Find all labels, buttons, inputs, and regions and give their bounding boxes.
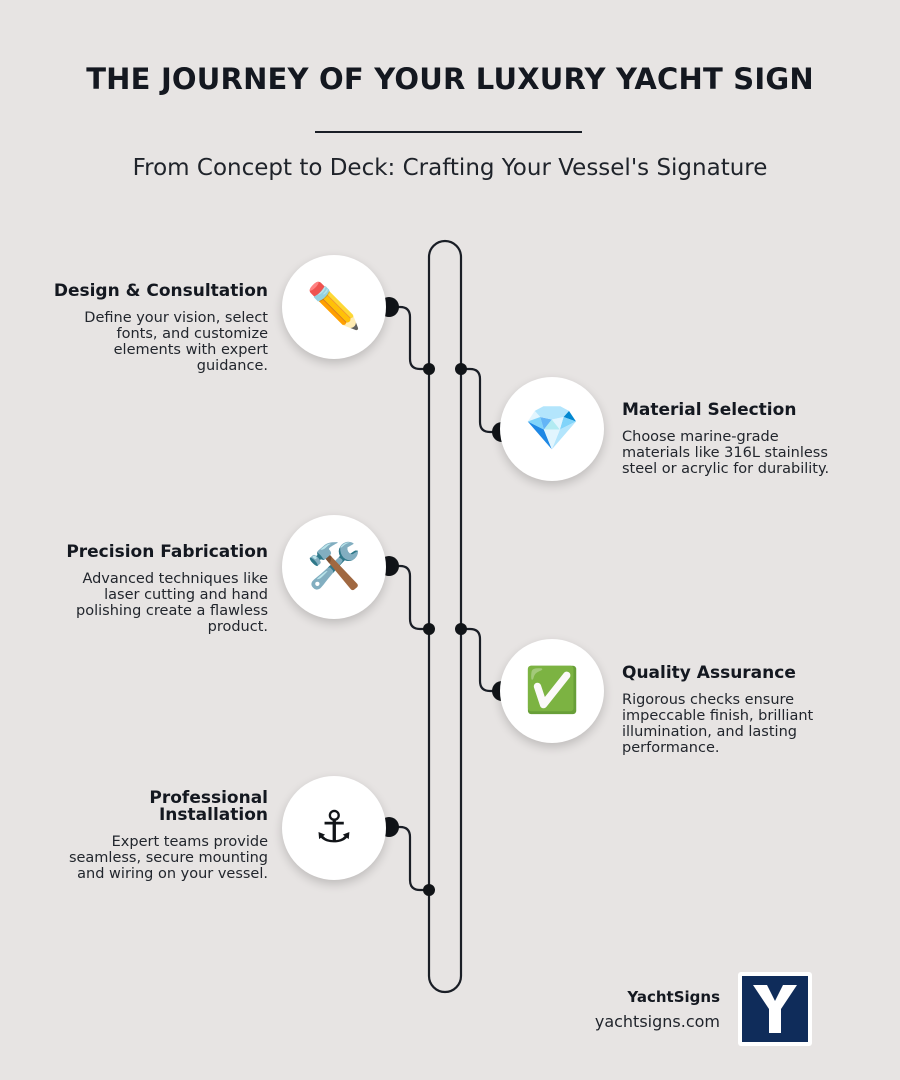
step-title: Precision Fabrication <box>66 542 268 562</box>
node-quality-inner <box>455 623 467 635</box>
step-description: Define your vision, select fonts, and cu… <box>84 310 268 374</box>
hammer-wrench-icon: 🛠️ <box>282 515 386 619</box>
step-description: Expert teams provide seamless, secure mo… <box>68 834 268 882</box>
title-divider <box>315 131 582 133</box>
brand-logo <box>738 972 812 1046</box>
y-logo-icon <box>753 985 797 1033</box>
step-description: Advanced techniques like laser cutting a… <box>76 571 268 635</box>
brand-name: YachtSigns <box>627 988 720 1006</box>
step-professional-installation: Professional Installation Expert teams p… <box>52 788 268 883</box>
anchor-icon: ⚓ <box>282 776 386 880</box>
step-quality-assurance: Quality Assurance Rigorous checks ensure… <box>622 663 838 757</box>
gem-icon: 💎 <box>500 377 604 481</box>
step-title: Material Selection <box>622 400 797 420</box>
node-material-inner <box>455 363 467 375</box>
node-installation-inner <box>423 884 435 896</box>
node-fabrication-inner <box>423 623 435 635</box>
page-subtitle: From Concept to Deck: Crafting Your Vess… <box>132 155 768 181</box>
brand-url[interactable]: yachtsigns.com <box>594 1012 720 1031</box>
check-mark-icon: ✅ <box>500 639 604 743</box>
connector-material <box>461 367 502 434</box>
step-precision-fabrication: Precision Fabrication Advanced technique… <box>52 542 268 636</box>
logo-background <box>742 976 808 1042</box>
step-design-consultation: Design & Consultation Define your vision… <box>52 281 268 375</box>
connector-installation <box>389 825 429 892</box>
step-title: Quality Assurance <box>622 663 796 683</box>
connector-fabrication <box>389 564 429 631</box>
step-title: Professional Installation <box>149 788 268 825</box>
step-title: Design & Consultation <box>53 281 268 301</box>
node-design-inner <box>423 363 435 375</box>
step-description: Choose marine-grade materials like 316L … <box>622 429 830 477</box>
connector-design <box>389 305 429 371</box>
connector-quality <box>461 627 502 693</box>
page-title: THE JOURNEY OF YOUR LUXURY YACHT SIGN <box>86 62 814 96</box>
step-material-selection: Material Selection Choose marine-grade m… <box>622 400 838 478</box>
pencil-icon: ✏️ <box>282 255 386 359</box>
timeline-track <box>427 239 463 994</box>
step-description: Rigorous checks ensure impeccable finish… <box>622 692 814 756</box>
